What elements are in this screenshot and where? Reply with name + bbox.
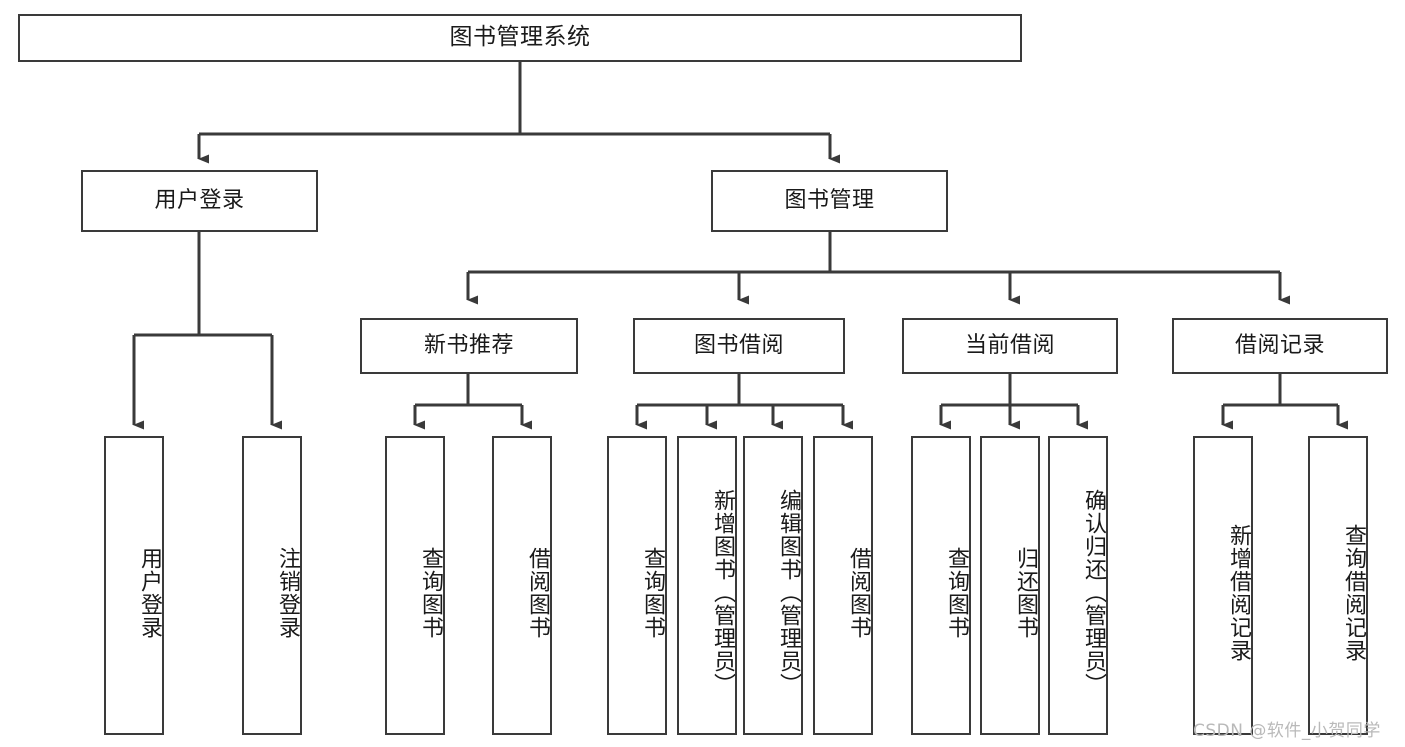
leaf-add-book-admin[interactable]: 新增图书（管理员）	[677, 436, 737, 735]
leaf-query-book-current[interactable]: 查询图书	[911, 436, 971, 735]
node-new-book-recommend[interactable]: 新书推荐	[360, 318, 578, 374]
node-borrow-record[interactable]: 借阅记录	[1172, 318, 1388, 374]
csdn-watermark: CSDN @软件_小贺同学	[1193, 721, 1381, 741]
node-book-management[interactable]: 图书管理	[711, 170, 948, 232]
leaf-confirm-return-admin[interactable]: 确认归还（管理员）	[1048, 436, 1108, 735]
leaf-borrow-book-new[interactable]: 借阅图书	[492, 436, 552, 735]
node-user-login[interactable]: 用户登录	[81, 170, 318, 232]
leaf-query-book-borrow[interactable]: 查询图书	[607, 436, 667, 735]
leaf-query-book-new[interactable]: 查询图书	[385, 436, 445, 735]
leaf-query-borrow-record[interactable]: 查询借阅记录	[1308, 436, 1368, 735]
leaf-add-borrow-record[interactable]: 新增借阅记录	[1193, 436, 1253, 735]
leaf-logout[interactable]: 注销登录	[242, 436, 302, 735]
leaf-edit-book-admin[interactable]: 编辑图书（管理员）	[743, 436, 803, 735]
leaf-user-login[interactable]: 用户登录	[104, 436, 164, 735]
node-book-borrow[interactable]: 图书借阅	[633, 318, 845, 374]
node-current-borrow[interactable]: 当前借阅	[902, 318, 1118, 374]
node-root-system[interactable]: 图书管理系统	[18, 14, 1022, 62]
leaf-return-book[interactable]: 归还图书	[980, 436, 1040, 735]
leaf-borrow-book[interactable]: 借阅图书	[813, 436, 873, 735]
